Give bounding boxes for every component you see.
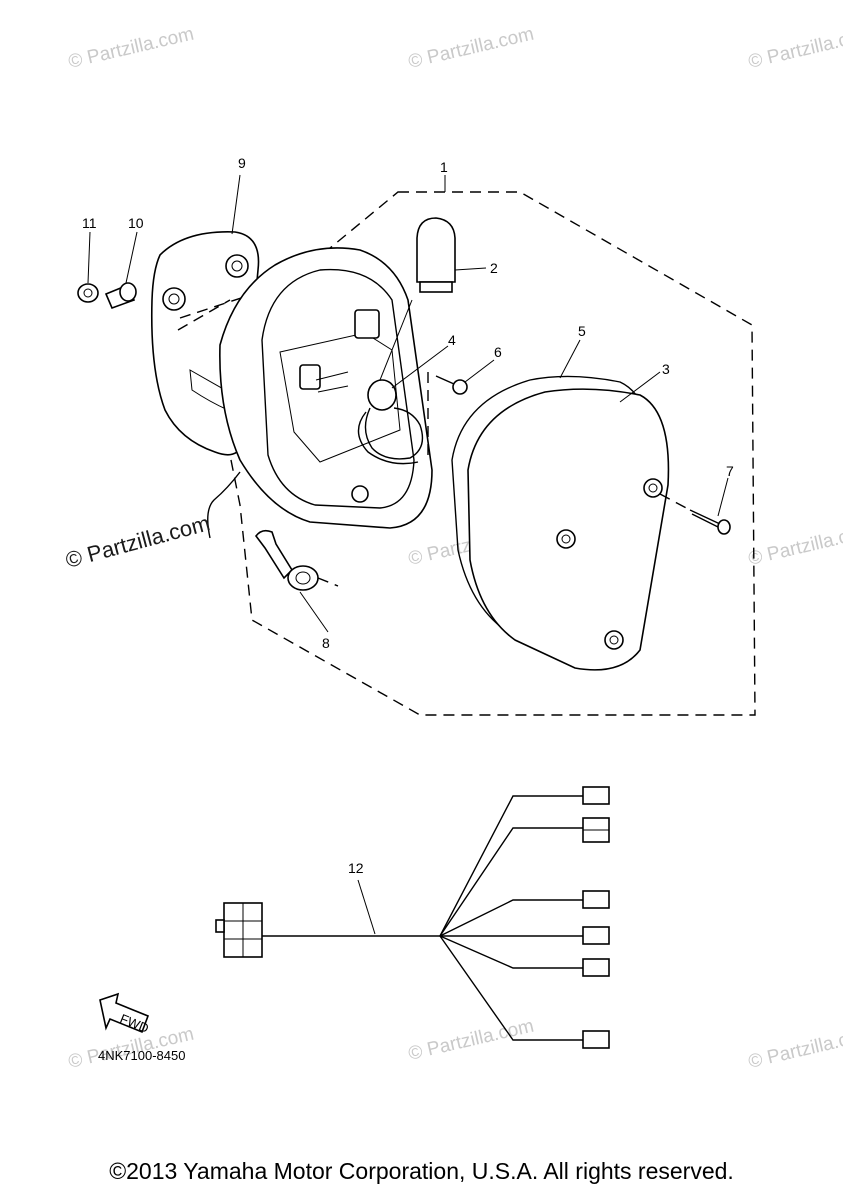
callout-leader-2 bbox=[454, 267, 487, 271]
grommet-path bbox=[317, 577, 339, 587]
callout-leader-8 bbox=[299, 591, 329, 633]
part-code: 4NK7100-8450 bbox=[98, 1048, 185, 1063]
copyright-notice: ©2013 Yamaha Motor Corporation, U.S.A. A… bbox=[109, 1158, 734, 1184]
part-8-grommet bbox=[254, 529, 319, 591]
screw-7-path bbox=[659, 493, 691, 511]
callout-10: 10 bbox=[128, 215, 144, 231]
callout-9: 9 bbox=[238, 155, 246, 171]
part-6-screw bbox=[435, 375, 468, 395]
watermark: © Partzilla.com bbox=[746, 1024, 843, 1073]
callout-leader-11 bbox=[87, 231, 91, 284]
callout-7: 7 bbox=[726, 463, 734, 479]
part-7-screw bbox=[689, 509, 731, 535]
callout-4: 4 bbox=[448, 332, 456, 348]
part-2-bulb bbox=[416, 217, 456, 293]
watermark: © Partzilla.com bbox=[66, 24, 195, 73]
watermark: © Partzilla.com bbox=[746, 24, 843, 73]
callout-labels: 1 2 3 4 5 6 7 8 9 10 11 12 bbox=[82, 155, 734, 876]
assembly-outline bbox=[229, 191, 756, 716]
callout-leader-3 bbox=[619, 371, 661, 403]
callout-leader-5 bbox=[559, 339, 581, 379]
callout-leader-6 bbox=[464, 359, 495, 383]
part-10-collar bbox=[104, 282, 137, 310]
callout-leader-4b bbox=[379, 299, 413, 381]
fwd-arrow-icon: FWD bbox=[99, 992, 151, 1036]
callout-5: 5 bbox=[578, 323, 586, 339]
callout-11: 11 bbox=[82, 215, 97, 231]
partzilla-watermark: © Partzilla.com bbox=[63, 510, 213, 573]
callout-leader-12 bbox=[357, 879, 376, 935]
callout-6: 6 bbox=[494, 344, 502, 360]
part-3-lens bbox=[467, 388, 670, 671]
callout-8: 8 bbox=[322, 635, 330, 651]
callout-2: 2 bbox=[490, 260, 498, 276]
part-12-wire-harness bbox=[215, 786, 610, 1049]
watermark: © Partzilla.com bbox=[406, 24, 535, 73]
watermark: © Partzilla.com bbox=[746, 521, 843, 570]
part-4-socket bbox=[357, 379, 424, 465]
callout-leader-4 bbox=[391, 345, 449, 389]
callout-leader-9 bbox=[231, 174, 241, 235]
callout-3: 3 bbox=[662, 361, 670, 377]
callout-1: 1 bbox=[440, 159, 448, 175]
callout-leader-7 bbox=[717, 477, 729, 517]
callout-leader-10 bbox=[125, 231, 138, 284]
callout-12: 12 bbox=[348, 860, 364, 876]
part-11-nut bbox=[77, 283, 99, 303]
